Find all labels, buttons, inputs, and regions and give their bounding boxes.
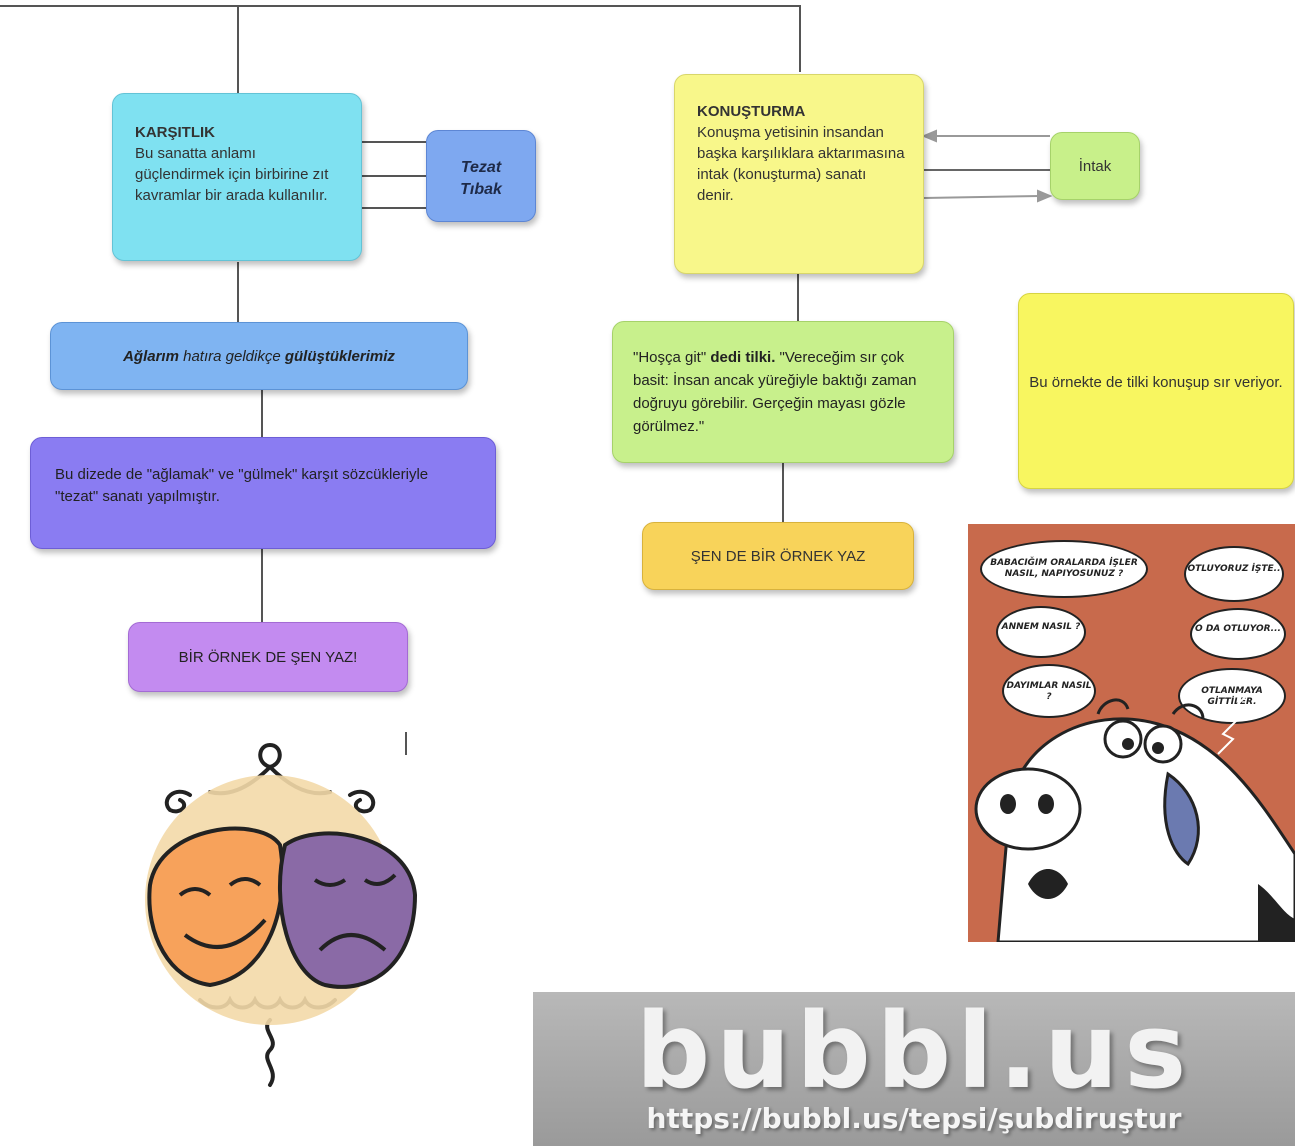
cartoon-bubble-6: OTLANMAYA GİTTİLER. (1178, 668, 1286, 724)
karsitlik-title: KARŞITLIK (135, 124, 215, 141)
write-example-node-left[interactable]: BİR ÖRNEK DE ŞEN YAZ! (128, 622, 408, 692)
bubblus-url: https://bubbl.us/tepsi/şubdiruştur (646, 1102, 1182, 1135)
cow-cartoon-image: BABACIĞIM ORALARDA İŞLER NASIL, NAPIYOSU… (968, 524, 1295, 942)
write-example-text-right: ŞEN DE BİR ÖRNEK YAZ (690, 548, 866, 565)
cartoon-bubble-4: O DA OTLUYOR... (1190, 608, 1286, 660)
konusturma-text: Konuşma yetisinin insandan başka karşılı… (697, 124, 905, 204)
explanation-text: Bu dizede de "ağlamak" ve "gülmek" karşı… (55, 466, 429, 505)
cow-drawing (974, 693, 1295, 942)
cartoon-bubble-3: ANNEM NASIL ? (996, 606, 1086, 658)
write-example-node-right[interactable]: ŞEN DE BİR ÖRNEK YAZ (642, 522, 914, 590)
verse-part-1: Ağlarım (123, 348, 179, 365)
verse-part-3: gülüştüklerimiz (284, 348, 395, 365)
karsitlik-node[interactable]: KARŞITLIK Bu sanatta anlamı güçlendirmek… (112, 93, 362, 261)
fox-note-text: Bu örnekte de tilki konuşup sır veriyor. (1029, 374, 1283, 391)
intak-node[interactable]: İntak (1050, 132, 1140, 200)
fox-quote-rest: "Vereceğim sır çok basit: İnsan ancak yü… (633, 349, 917, 435)
cartoon-bubble-2: OTLUYORUZ İŞTE.. (1184, 546, 1284, 602)
tezat-label: Tezat (460, 159, 502, 176)
fox-quote-node[interactable]: "Hoşça git" dedi tilki. "Vereceğim sır ç… (612, 321, 954, 463)
example-verse-node[interactable]: Ağlarım hatıra geldikçe gülüştüklerimiz (50, 322, 468, 390)
tragedy-mask-icon (277, 831, 418, 989)
konusturma-node[interactable]: KONUŞTURMA Konuşma yetisinin insandan ba… (674, 74, 924, 274)
theatre-masks-image (145, 743, 418, 1087)
bubblus-logo: bubbl.us (635, 990, 1193, 1112)
fox-note-node[interactable]: Bu örnekte de tilki konuşup sır veriyor. (1018, 293, 1294, 489)
verse-part-2: hatıra geldikçe (183, 348, 281, 365)
konusturma-title: KONUŞTURMA (697, 103, 806, 120)
comedy-mask-icon (147, 826, 285, 988)
tibak-label: Tıbak (460, 181, 502, 198)
karsitlik-text: Bu sanatta anlamı güçlendirmek için birb… (135, 145, 329, 204)
explanation-node[interactable]: Bu dizede de "ağlamak" ve "gülmek" karşı… (30, 437, 496, 549)
cartoon-bubble-1: BABACIĞIM ORALARDA İŞLER NASIL, NAPIYOSU… (980, 540, 1148, 598)
tezat-node[interactable]: Tezat Tıbak (426, 130, 536, 222)
write-example-text-left: BİR ÖRNEK DE ŞEN YAZ! (178, 649, 358, 666)
cartoon-bubble-5: DAYIMLAR NASIL ? (1002, 664, 1096, 718)
fox-quote-speaker: dedi tilki. (710, 349, 776, 366)
bubblus-watermark: bubbl.us https://bubbl.us/tepsi/şubdiruş… (533, 992, 1295, 1146)
fox-quote-open: "Hoşça git" (633, 349, 707, 366)
intak-label: İntak (1078, 158, 1112, 175)
